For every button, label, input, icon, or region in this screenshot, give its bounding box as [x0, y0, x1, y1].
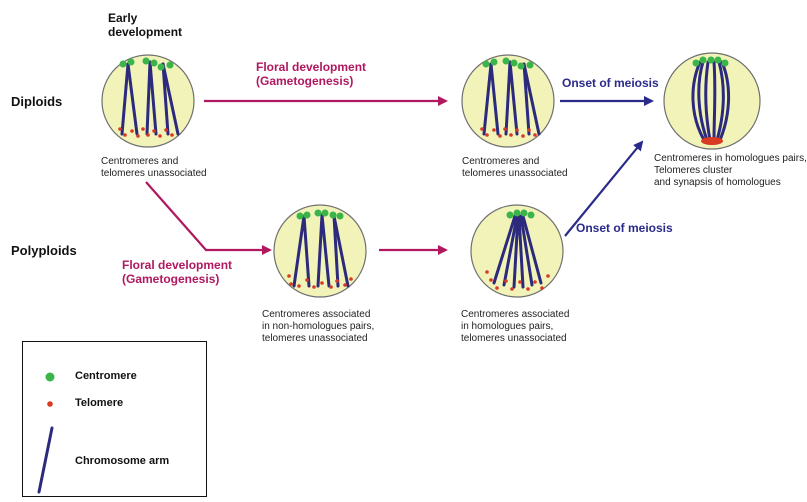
cell-polyploid-homologue-pairs: [470, 204, 564, 298]
floral-development-label-bottom: Floral development (Gametogenesis): [122, 258, 233, 286]
centromeres: [692, 56, 729, 67]
chromosome-arms: [492, 214, 543, 289]
floral-development-label-top: Floral development (Gametogenesis): [256, 60, 367, 88]
legend-symbols: [37, 372, 55, 494]
cell-meiosis: [663, 52, 761, 150]
early-development-label: Early development: [108, 11, 183, 39]
onset-of-meiosis-label-top: Onset of meiosis: [562, 76, 659, 90]
cell-polyploid-gametogenesis: [273, 204, 367, 298]
centromeres: [296, 209, 344, 220]
caption-polyploid-gametogenesis: Centromeres associated in non-homologues…: [262, 309, 375, 344]
legend-telomere-swatch: [47, 401, 53, 407]
arrow-meiosis-polyploid: [564, 140, 644, 237]
telomeres: [118, 127, 174, 138]
row-label-polyploids: Polyploids: [11, 243, 77, 258]
telomeres: [480, 127, 537, 138]
centromeres: [506, 209, 535, 219]
chromosome-arms: [691, 60, 730, 142]
legend-label-centromere: Centromere: [75, 370, 137, 382]
caption-diploid-gametogenesis: Centromeres and telomeres unassociated: [462, 156, 568, 179]
caption-early-development: Centromeres and telomeres unassociated: [101, 156, 207, 179]
chromosome-arms: [482, 60, 541, 136]
caption-meiosis: Centromeres in homologues pairs, Telomer…: [654, 153, 807, 188]
legend-label-chromosome-arm: Chromosome arm: [75, 455, 170, 467]
centromeres: [482, 57, 534, 70]
legend-box: [22, 341, 207, 497]
telomeres: [485, 270, 550, 291]
centromeres: [119, 57, 174, 71]
cell-early-development: [101, 54, 195, 148]
row-label-diploids: Diploids: [11, 94, 63, 109]
telomeres: [287, 274, 353, 289]
chromosome-arms: [120, 60, 180, 136]
chromosome-arms: [292, 213, 350, 288]
caption-polyploid-homologue-pairs: Centromeres associated in homologues pai…: [461, 309, 570, 344]
legend-chromosome-arm-swatch: [37, 426, 54, 494]
arrow-floral-polyploid: [145, 181, 272, 255]
legend-label-telomere: Telomere: [75, 397, 124, 409]
cell-diploid-gametogenesis: [461, 54, 555, 148]
legend-centromere-swatch: [45, 372, 55, 382]
telomere-cluster: [701, 137, 723, 145]
onset-of-meiosis-label-bottom: Onset of meiosis: [576, 221, 673, 235]
